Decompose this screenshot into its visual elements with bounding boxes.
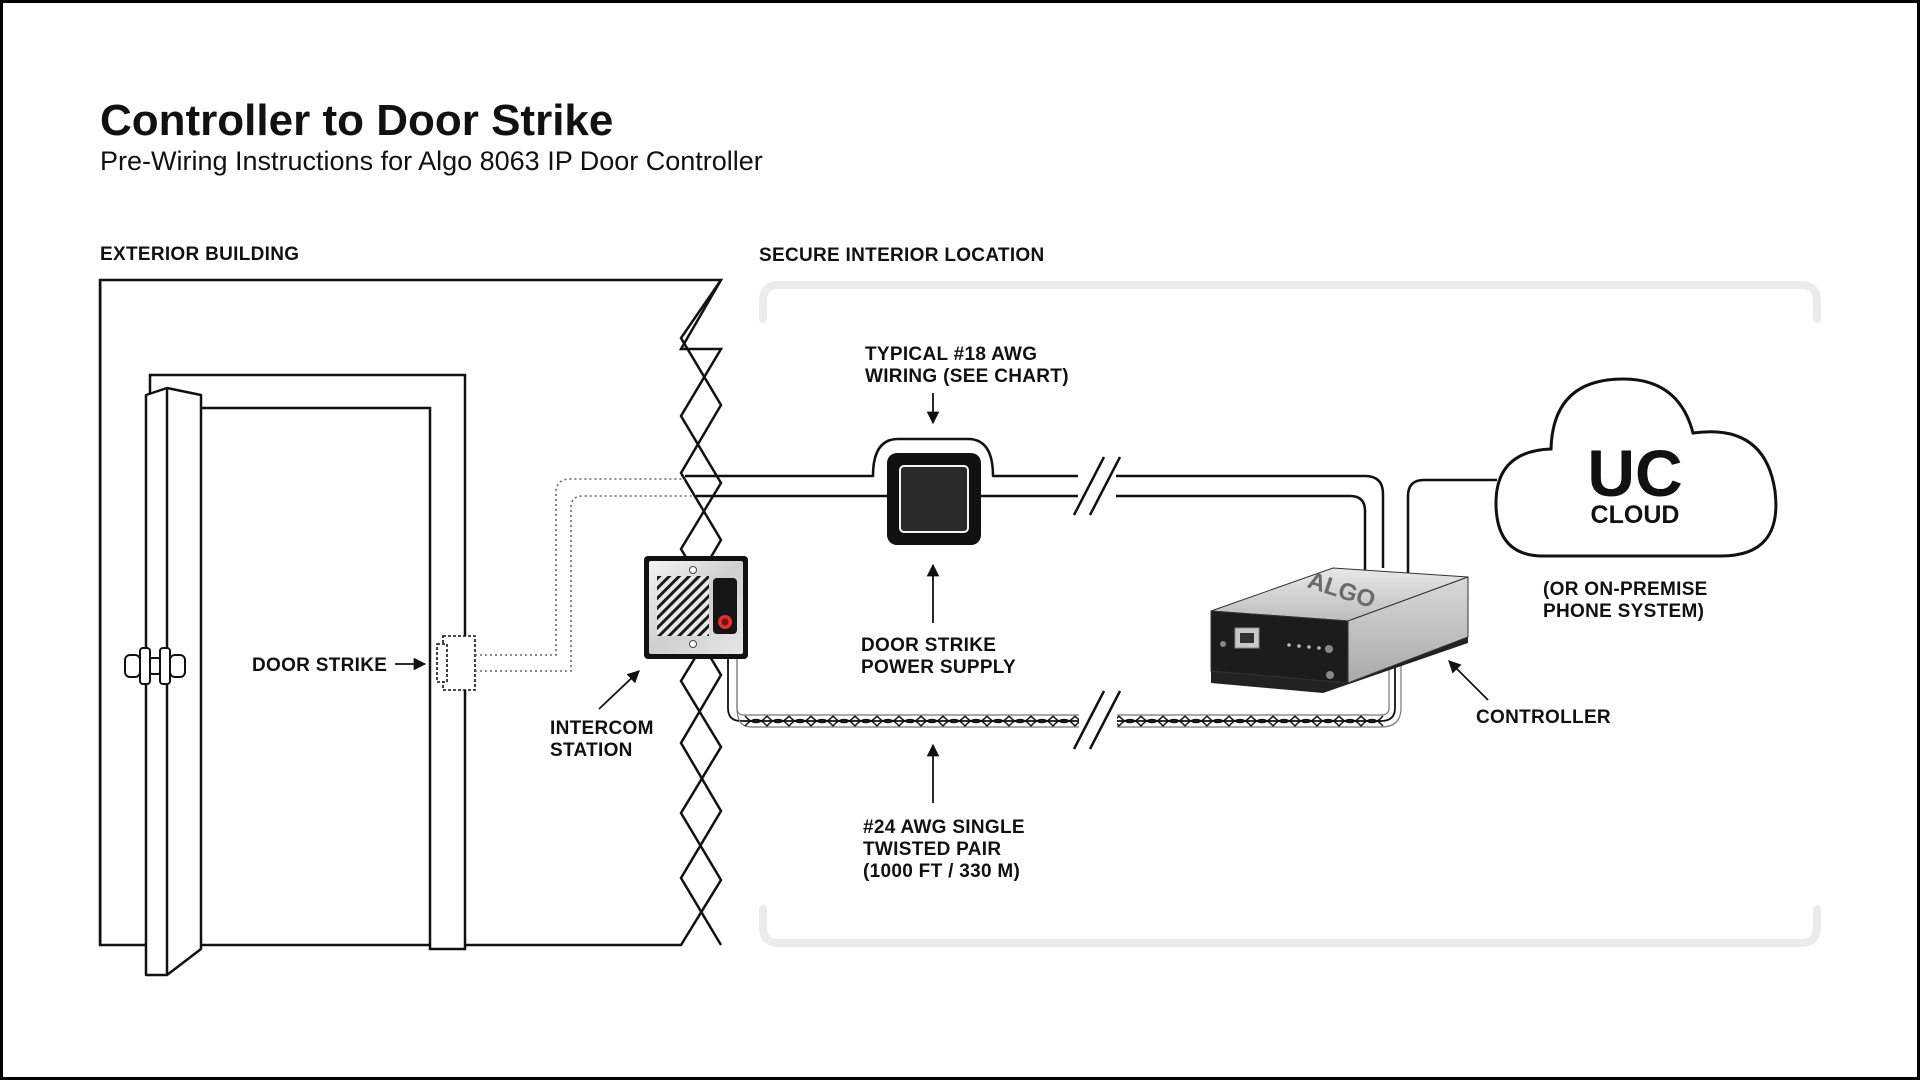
door-knob — [124, 647, 186, 685]
power-supply — [887, 453, 981, 545]
power-supply-label-line1: DOOR STRIKE — [861, 635, 996, 656]
uc-cloud — [1494, 377, 1778, 558]
intercom-arrow — [598, 670, 640, 710]
intercom-label-line1: INTERCOM — [550, 718, 654, 739]
door-strike-label: DOOR STRIKE — [252, 655, 387, 676]
cloud-subtitle: CLOUD — [1591, 501, 1680, 529]
controller-arrow — [1448, 660, 1489, 701]
twisted-pair-break — [1072, 690, 1122, 750]
section-interior-label: SECURE INTERIOR LOCATION — [759, 245, 1045, 266]
wall-left-edge — [99, 279, 102, 946]
power-wire — [685, 437, 1385, 570]
door-strike — [436, 635, 476, 691]
interior-location-border — [759, 281, 1821, 947]
on-premise-label-line1: (OR ON-PREMISE — [1543, 579, 1708, 600]
power-wire-break — [1072, 456, 1122, 516]
intercom-station — [644, 556, 748, 659]
twisted-pair-label-line3: (1000 FT / 330 M) — [863, 861, 1020, 882]
wiring-label-line1: TYPICAL #18 AWG — [865, 344, 1037, 365]
section-exterior-label: EXTERIOR BUILDING — [100, 244, 299, 265]
twisted-pair-label-line2: TWISTED PAIR — [863, 839, 1001, 860]
on-premise-label-line2: PHONE SYSTEM) — [1543, 601, 1704, 622]
power-supply-label-line2: POWER SUPPLY — [861, 657, 1016, 678]
page-title: Controller to Door Strike — [100, 96, 613, 145]
cloud-wire — [1406, 478, 1497, 575]
wiring-diagram: Controller to Door Strike Pre-Wiring Ins… — [98, 96, 1821, 977]
strike-dotted-wire — [475, 478, 693, 672]
cloud-title: UC — [1587, 436, 1682, 510]
twisted-pair-cable — [727, 658, 1402, 728]
diagram-canvas: Controller to Door Strike Pre-Wiring Ins… — [3, 3, 1917, 1077]
exterior-wall — [98, 278, 724, 947]
controller-label: CONTROLLER — [1476, 707, 1611, 728]
controller-device: ALGO — [1210, 567, 1469, 693]
door-leaf — [144, 386, 203, 977]
intercom-label-line2: STATION — [550, 740, 633, 761]
wiring-label-line2: WIRING (SEE CHART) — [865, 366, 1069, 387]
twisted-pair-label-line1: #24 AWG SINGLE — [863, 817, 1025, 838]
page-subtitle: Pre-Wiring Instructions for Algo 8063 IP… — [100, 146, 763, 176]
